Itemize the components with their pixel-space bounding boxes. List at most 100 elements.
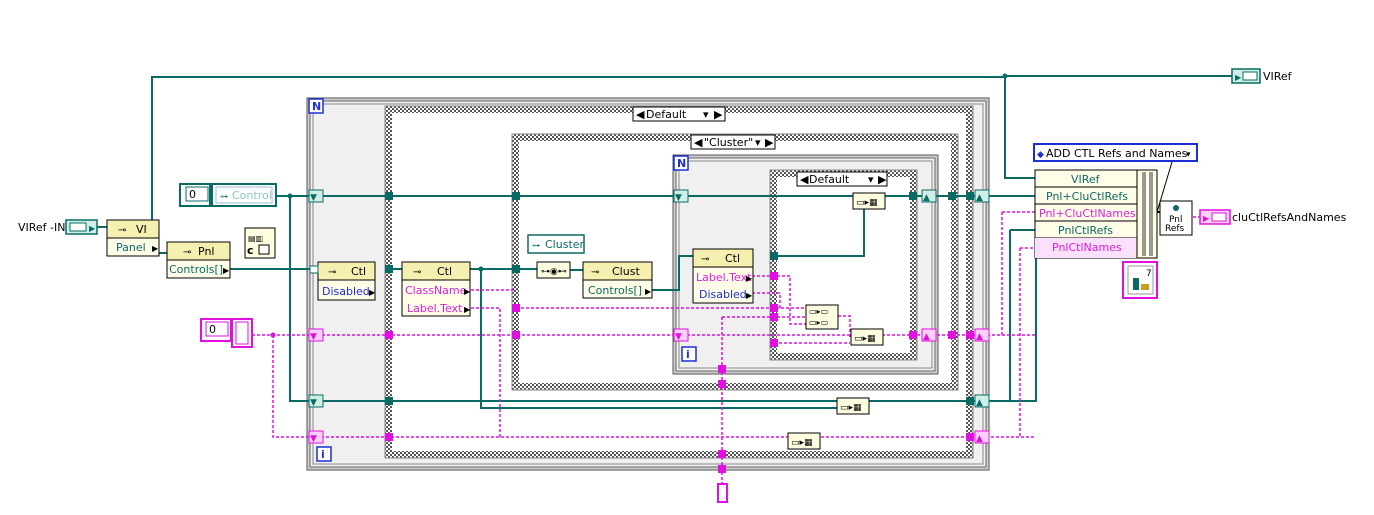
ctl-labeltext-node[interactable]: ⊸ Ctl Label.Text ▶ Disabled ▶ xyxy=(692,248,754,304)
svg-text:▶: ▶ xyxy=(746,291,753,300)
svg-text:◆: ◆ xyxy=(1037,150,1044,160)
prev-case-arrow[interactable]: ◀ xyxy=(636,108,645,121)
control-class-constant[interactable]: ⊶ Control xyxy=(211,183,277,207)
svg-text:▼: ▼ xyxy=(675,193,682,203)
svg-text:⊸: ⊸ xyxy=(118,225,126,236)
ctl-node-2-prop2: Label.Text xyxy=(407,302,463,315)
build-array-icon-4[interactable]: ▭▸▦ xyxy=(787,432,821,450)
select-icon[interactable]: ▭▸▭ ▭▸▭ xyxy=(805,304,839,330)
outer-case-selector[interactable]: ◀ Default ▾ ▶ xyxy=(632,106,726,122)
ctl-classname-node[interactable]: ⊸ Ctl ClassName ▶ Label.Text ▶ xyxy=(401,261,471,317)
bundle-field-pnl-clu-refs: Pnl+CluCtlRefs xyxy=(1046,190,1128,203)
svg-text:▶: ▶ xyxy=(878,173,887,186)
loop-count-terminal[interactable]: N xyxy=(308,98,324,114)
svg-text:⊸: ⊸ xyxy=(328,267,336,278)
inner-loop-iteration-terminal: i xyxy=(681,346,697,362)
inner-loop-count-label: N xyxy=(677,157,686,170)
svg-text:▤▥: ▤▥ xyxy=(248,234,263,243)
functional-global-icon[interactable]: 7 xyxy=(1122,261,1158,299)
svg-text:◀: ◀ xyxy=(800,173,809,186)
inner-case-structure[interactable] xyxy=(769,169,918,361)
state-selector-enum[interactable]: ◆ ADD CTL Refs and Names ▾ xyxy=(1033,143,1198,162)
bundle-field-pnl-clu-names: Pnl+CluCtlNames xyxy=(1039,207,1136,220)
svg-text:c: c xyxy=(247,244,254,257)
svg-text:▶: ▶ xyxy=(152,244,159,253)
fg7-label: 7 xyxy=(1146,269,1152,279)
svg-text:⊶◉⊷: ⊶◉⊷ xyxy=(541,267,567,277)
svg-text:▶: ▶ xyxy=(1203,214,1210,223)
viref-out-label: VIRef xyxy=(1263,70,1293,83)
tunnels: ▼ ▼ ▼ ▼ ▼ ▼ ▲ ▲ ▲ ▲ ▲ ▲ xyxy=(270,73,1008,473)
svg-text:▲: ▲ xyxy=(976,332,983,342)
viref-in-label: VIRef -IN xyxy=(18,221,66,234)
svg-text:▼: ▼ xyxy=(675,332,682,342)
svg-text:▼: ▼ xyxy=(310,398,317,408)
pnl-property-node[interactable]: ⊸ Pnl Controls[] ▶ xyxy=(166,241,231,279)
loop-count-label: N xyxy=(312,100,321,113)
svg-text:▼: ▼ xyxy=(310,193,317,203)
svg-text:▶: ▶ xyxy=(369,288,376,297)
bundle-field-viref: VIRef xyxy=(1071,173,1101,186)
inner-case-selector[interactable]: ◀ Default ▾ ▶ xyxy=(796,171,888,187)
class-specifier-icon[interactable]: ▤▥ c xyxy=(244,227,276,259)
ctl-disabled-node[interactable]: ⊸ Ctl Disabled ▶ xyxy=(317,261,376,301)
inner-loop-count-terminal[interactable]: N xyxy=(673,155,689,171)
ctl-node-1-prop: Disabled xyxy=(322,285,370,298)
bottom-string-array-output xyxy=(717,483,728,503)
svg-text:⊶: ⊶ xyxy=(220,192,228,201)
svg-text:⊸: ⊸ xyxy=(591,267,599,278)
inner-case-label: Default xyxy=(809,173,850,186)
svg-text:▶: ▶ xyxy=(746,274,753,283)
next-case-arrow[interactable]: ▶ xyxy=(714,108,723,121)
build-array-icon-3[interactable]: ▭▸▦ xyxy=(836,397,870,415)
svg-text:⊸: ⊸ xyxy=(413,267,421,278)
pnl-refs-line2: Refs xyxy=(1165,224,1185,234)
index-constant-teal[interactable]: 0 xyxy=(179,183,211,207)
build-array-icon-1[interactable]: ▭▸▦ xyxy=(852,192,886,210)
svg-text:▼: ▼ xyxy=(310,434,317,444)
loop-iteration-terminal: i xyxy=(316,446,332,462)
svg-text:▲: ▲ xyxy=(923,332,930,342)
pnl-refs-subvi[interactable]: Pnl Refs xyxy=(1159,200,1193,236)
clust-node-prop: Controls[] xyxy=(588,284,642,297)
clust-controls-node[interactable]: ⊸ Clust Controls[] ▶ xyxy=(582,261,653,299)
svg-text:▭▸▭: ▭▸▭ xyxy=(809,318,828,327)
vi-property-node[interactable]: ⊸ VI Panel ▶ xyxy=(106,219,160,257)
svg-text:▶: ▶ xyxy=(464,287,471,296)
svg-text:▶: ▶ xyxy=(89,224,96,233)
bundle-side-bar xyxy=(1136,169,1158,259)
ctl-node-2-class: Ctl xyxy=(437,265,452,278)
svg-text:▶: ▶ xyxy=(223,266,230,275)
bundle-field-pnl-ctl-names: PnlCtlNames xyxy=(1052,241,1122,254)
index-constant-pink[interactable]: 0 xyxy=(200,318,232,342)
output-cluster-indicator[interactable]: ▶ xyxy=(1199,209,1231,225)
svg-text:▭▸▦: ▭▸▦ xyxy=(856,198,878,208)
viref-in-terminal[interactable]: ▶ xyxy=(65,219,98,235)
clust-node-class: Clust xyxy=(612,265,640,278)
control-class-label: Control xyxy=(232,189,272,202)
bundle-by-name-node[interactable]: VIRef Pnl+CluCtlRefs Pnl+CluCtlNames Pnl… xyxy=(1034,169,1138,259)
svg-text:▾: ▾ xyxy=(868,173,874,186)
const-zero-1-label: 0 xyxy=(189,188,196,201)
svg-text:▼: ▼ xyxy=(310,332,317,342)
svg-text:▲: ▲ xyxy=(976,398,983,408)
state-selector-label: ADD CTL Refs and Names xyxy=(1046,147,1188,160)
svg-text:⊶: ⊶ xyxy=(532,241,540,250)
middle-case-selector[interactable]: ◀ "Cluster" ▾ ▶ xyxy=(690,134,776,150)
svg-text:▲: ▲ xyxy=(923,193,930,203)
case-dropdown-arrow[interactable]: ▾ xyxy=(703,108,709,121)
svg-text:▭▸▭: ▭▸▭ xyxy=(809,307,828,316)
pnl-node-controls: Controls[] xyxy=(169,263,223,276)
svg-text:◀: ◀ xyxy=(694,136,703,149)
viref-out-terminal[interactable]: ▶ xyxy=(1231,68,1261,84)
to-more-specific-class-icon[interactable]: ⊶◉⊷ xyxy=(536,261,571,279)
bundle-field-pnl-ctl-refs: PnlCtlRefs xyxy=(1058,224,1113,237)
empty-string-array-constant[interactable] xyxy=(231,318,253,348)
vi-node-class: VI xyxy=(136,223,147,236)
vi-node-panel: Panel xyxy=(116,241,146,254)
middle-case-label: "Cluster" xyxy=(704,136,753,149)
svg-text:▭▸▦: ▭▸▦ xyxy=(840,403,862,413)
cluster-class-constant[interactable]: ⊶ Cluster xyxy=(527,234,585,254)
build-array-icon-2[interactable]: ▭▸▦ xyxy=(850,328,884,346)
